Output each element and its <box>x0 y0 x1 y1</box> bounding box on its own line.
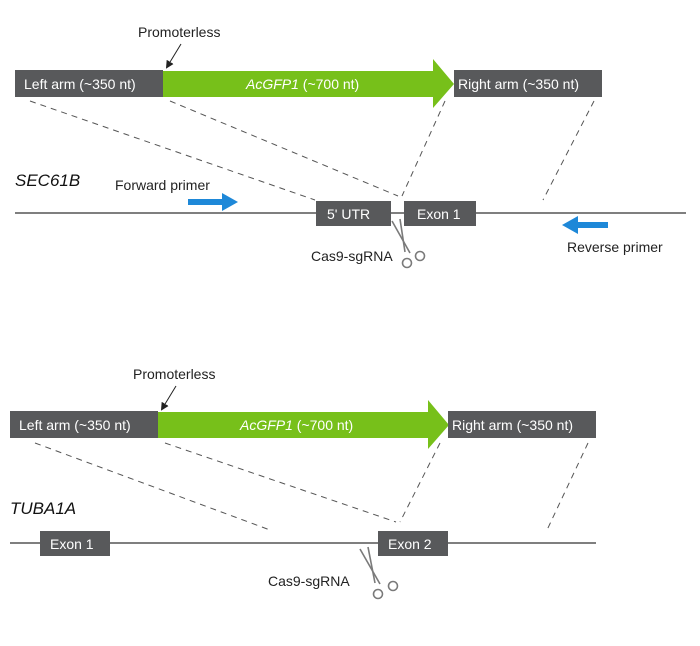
utr-box <box>316 201 391 226</box>
gene-name-sec61b: SEC61B <box>15 171 80 190</box>
homology-line <box>164 442 397 523</box>
right-arm-label: Right arm (~350 nt) <box>458 76 579 92</box>
gfp-label: AcGFP1 (~700 nt) <box>239 417 353 433</box>
left-arm-box <box>15 70 163 97</box>
homology-line <box>542 100 595 201</box>
homology-line <box>169 100 399 197</box>
exon1-label: Exon 1 <box>50 536 94 552</box>
exon2-box <box>378 531 448 556</box>
homology-line <box>546 442 589 531</box>
panel-tuba1a: Promoterless Left arm (~350 nt) AcGFP1 (… <box>10 366 596 600</box>
reverse-primer-label: Reverse primer <box>567 239 663 255</box>
forward-primer-label: Forward primer <box>115 177 210 193</box>
right-arm-label: Right arm (~350 nt) <box>452 417 573 433</box>
exon2-label: Exon 2 <box>388 536 432 552</box>
left-arm-label: Left arm (~350 nt) <box>24 76 136 92</box>
homology-line <box>34 442 271 531</box>
gfp-arrow <box>158 400 449 449</box>
gfp-arrow <box>163 59 454 108</box>
right-arm-box <box>454 70 602 97</box>
promoterless-pointer <box>160 385 177 411</box>
gfp-label: AcGFP1 (~700 nt) <box>245 76 359 92</box>
right-arm-box <box>448 411 596 438</box>
utr-label: 5' UTR <box>327 206 370 222</box>
promoterless-pointer <box>165 43 182 69</box>
scissors-icon <box>359 546 399 600</box>
homology-line <box>399 442 441 523</box>
cas9-label: Cas9-sgRNA <box>311 248 393 264</box>
exon1-box <box>40 531 110 556</box>
homology-line <box>401 100 446 197</box>
promoterless-label: Promoterless <box>138 24 220 40</box>
left-arm-label: Left arm (~350 nt) <box>19 417 131 433</box>
cas9-label: Cas9-sgRNA <box>268 573 350 589</box>
panel-sec61b: Promoterless Left arm (~350 nt) AcGFP1 (… <box>15 24 686 269</box>
reverse-primer-arrow <box>562 216 608 234</box>
left-arm-box <box>10 411 158 438</box>
forward-primer-arrow <box>188 193 238 211</box>
gene-name-tuba1a: TUBA1A <box>10 499 76 518</box>
scissors-icon <box>391 218 426 269</box>
exon1-box <box>404 201 476 226</box>
promoterless-label: Promoterless <box>133 366 215 382</box>
exon1-label: Exon 1 <box>417 206 461 222</box>
